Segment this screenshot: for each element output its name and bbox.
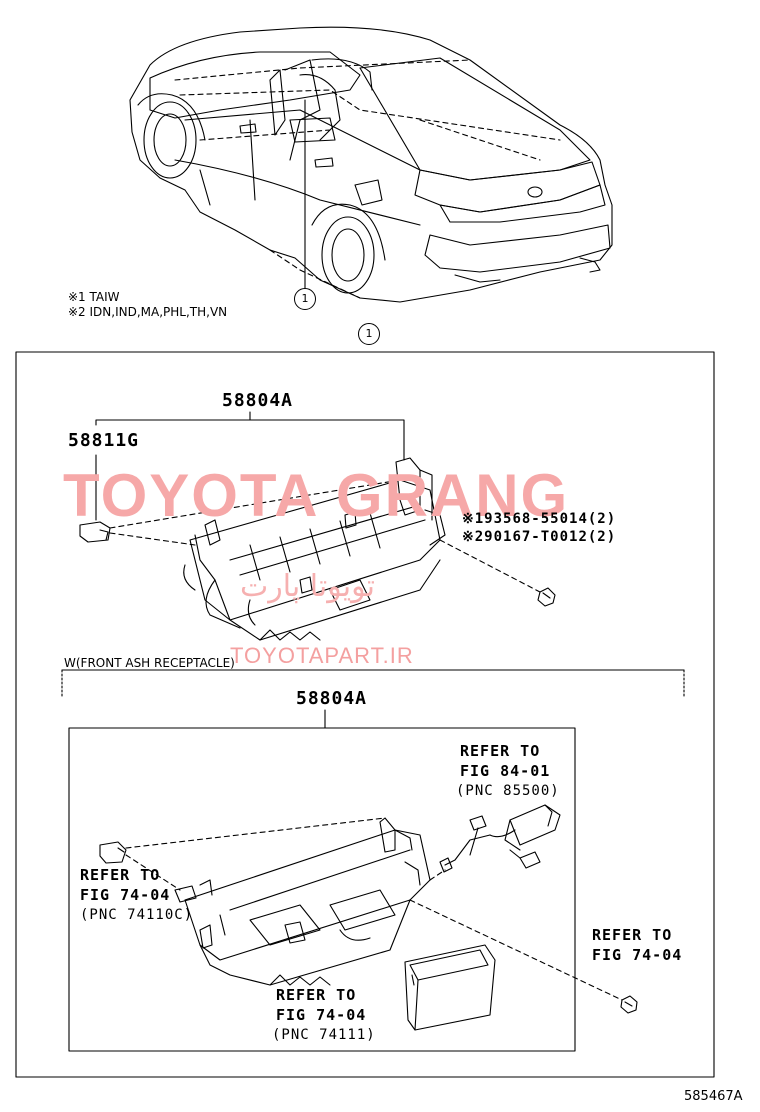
- note-markets: ※2 IDN,IND,MA,PHL,TH,VN: [68, 305, 228, 319]
- cigarette-lighter: [439, 804, 561, 873]
- part-58804a-lower[interactable]: 58804A: [296, 688, 368, 709]
- watermark-main: TOYOTA GRANG: [63, 462, 570, 529]
- watermark-url: TOYOTAPART.IR: [230, 643, 414, 668]
- ref-lighter-line1[interactable]: REFER TO: [460, 742, 541, 760]
- ref-lighter-pnc: (PNC 85500): [456, 783, 560, 799]
- car-illustration: [129, 26, 613, 303]
- ref-bolt-line2[interactable]: FIG 74-04: [592, 946, 683, 964]
- note-taiw: ※1 TAIW: [68, 290, 120, 304]
- ref-tray-pnc: (PNC 74111): [272, 1027, 376, 1043]
- diagram-id: 585467A: [684, 1089, 743, 1104]
- ref-clip-pnc: (PNC 74110C): [80, 907, 194, 923]
- console-bracket-upper: [183, 457, 446, 641]
- ref-tray-line2[interactable]: FIG 74-04: [276, 1006, 367, 1024]
- callout-1-section[interactable]: 1: [358, 323, 380, 345]
- console-bracket-lower: [174, 817, 431, 986]
- ref-lighter-line2[interactable]: FIG 84-01: [460, 762, 551, 780]
- part-58811g[interactable]: 58811G: [68, 430, 140, 451]
- ash-receptacle-frame: [68, 727, 576, 1052]
- main-frame: [15, 351, 715, 1078]
- ref-clip-line2[interactable]: FIG 74-04: [80, 886, 171, 904]
- ash-tray: [404, 944, 496, 1031]
- part-58804a-upper[interactable]: 58804A: [222, 390, 294, 411]
- bolt-part-markets[interactable]: ※290167-T0012(2): [462, 529, 617, 545]
- callout-1-car[interactable]: 1: [294, 288, 316, 310]
- watermark-farsi: تویوتا پارت: [240, 569, 375, 604]
- ref-bolt-line1[interactable]: REFER TO: [592, 926, 673, 944]
- section-title-ash-receptacle: W(FRONT ASH RECEPTACLE): [64, 656, 235, 670]
- ref-tray-line1[interactable]: REFER TO: [276, 986, 357, 1004]
- bolt-part-taiw[interactable]: ※193568-55014(2): [462, 511, 617, 527]
- ref-clip-line1[interactable]: REFER TO: [80, 866, 161, 884]
